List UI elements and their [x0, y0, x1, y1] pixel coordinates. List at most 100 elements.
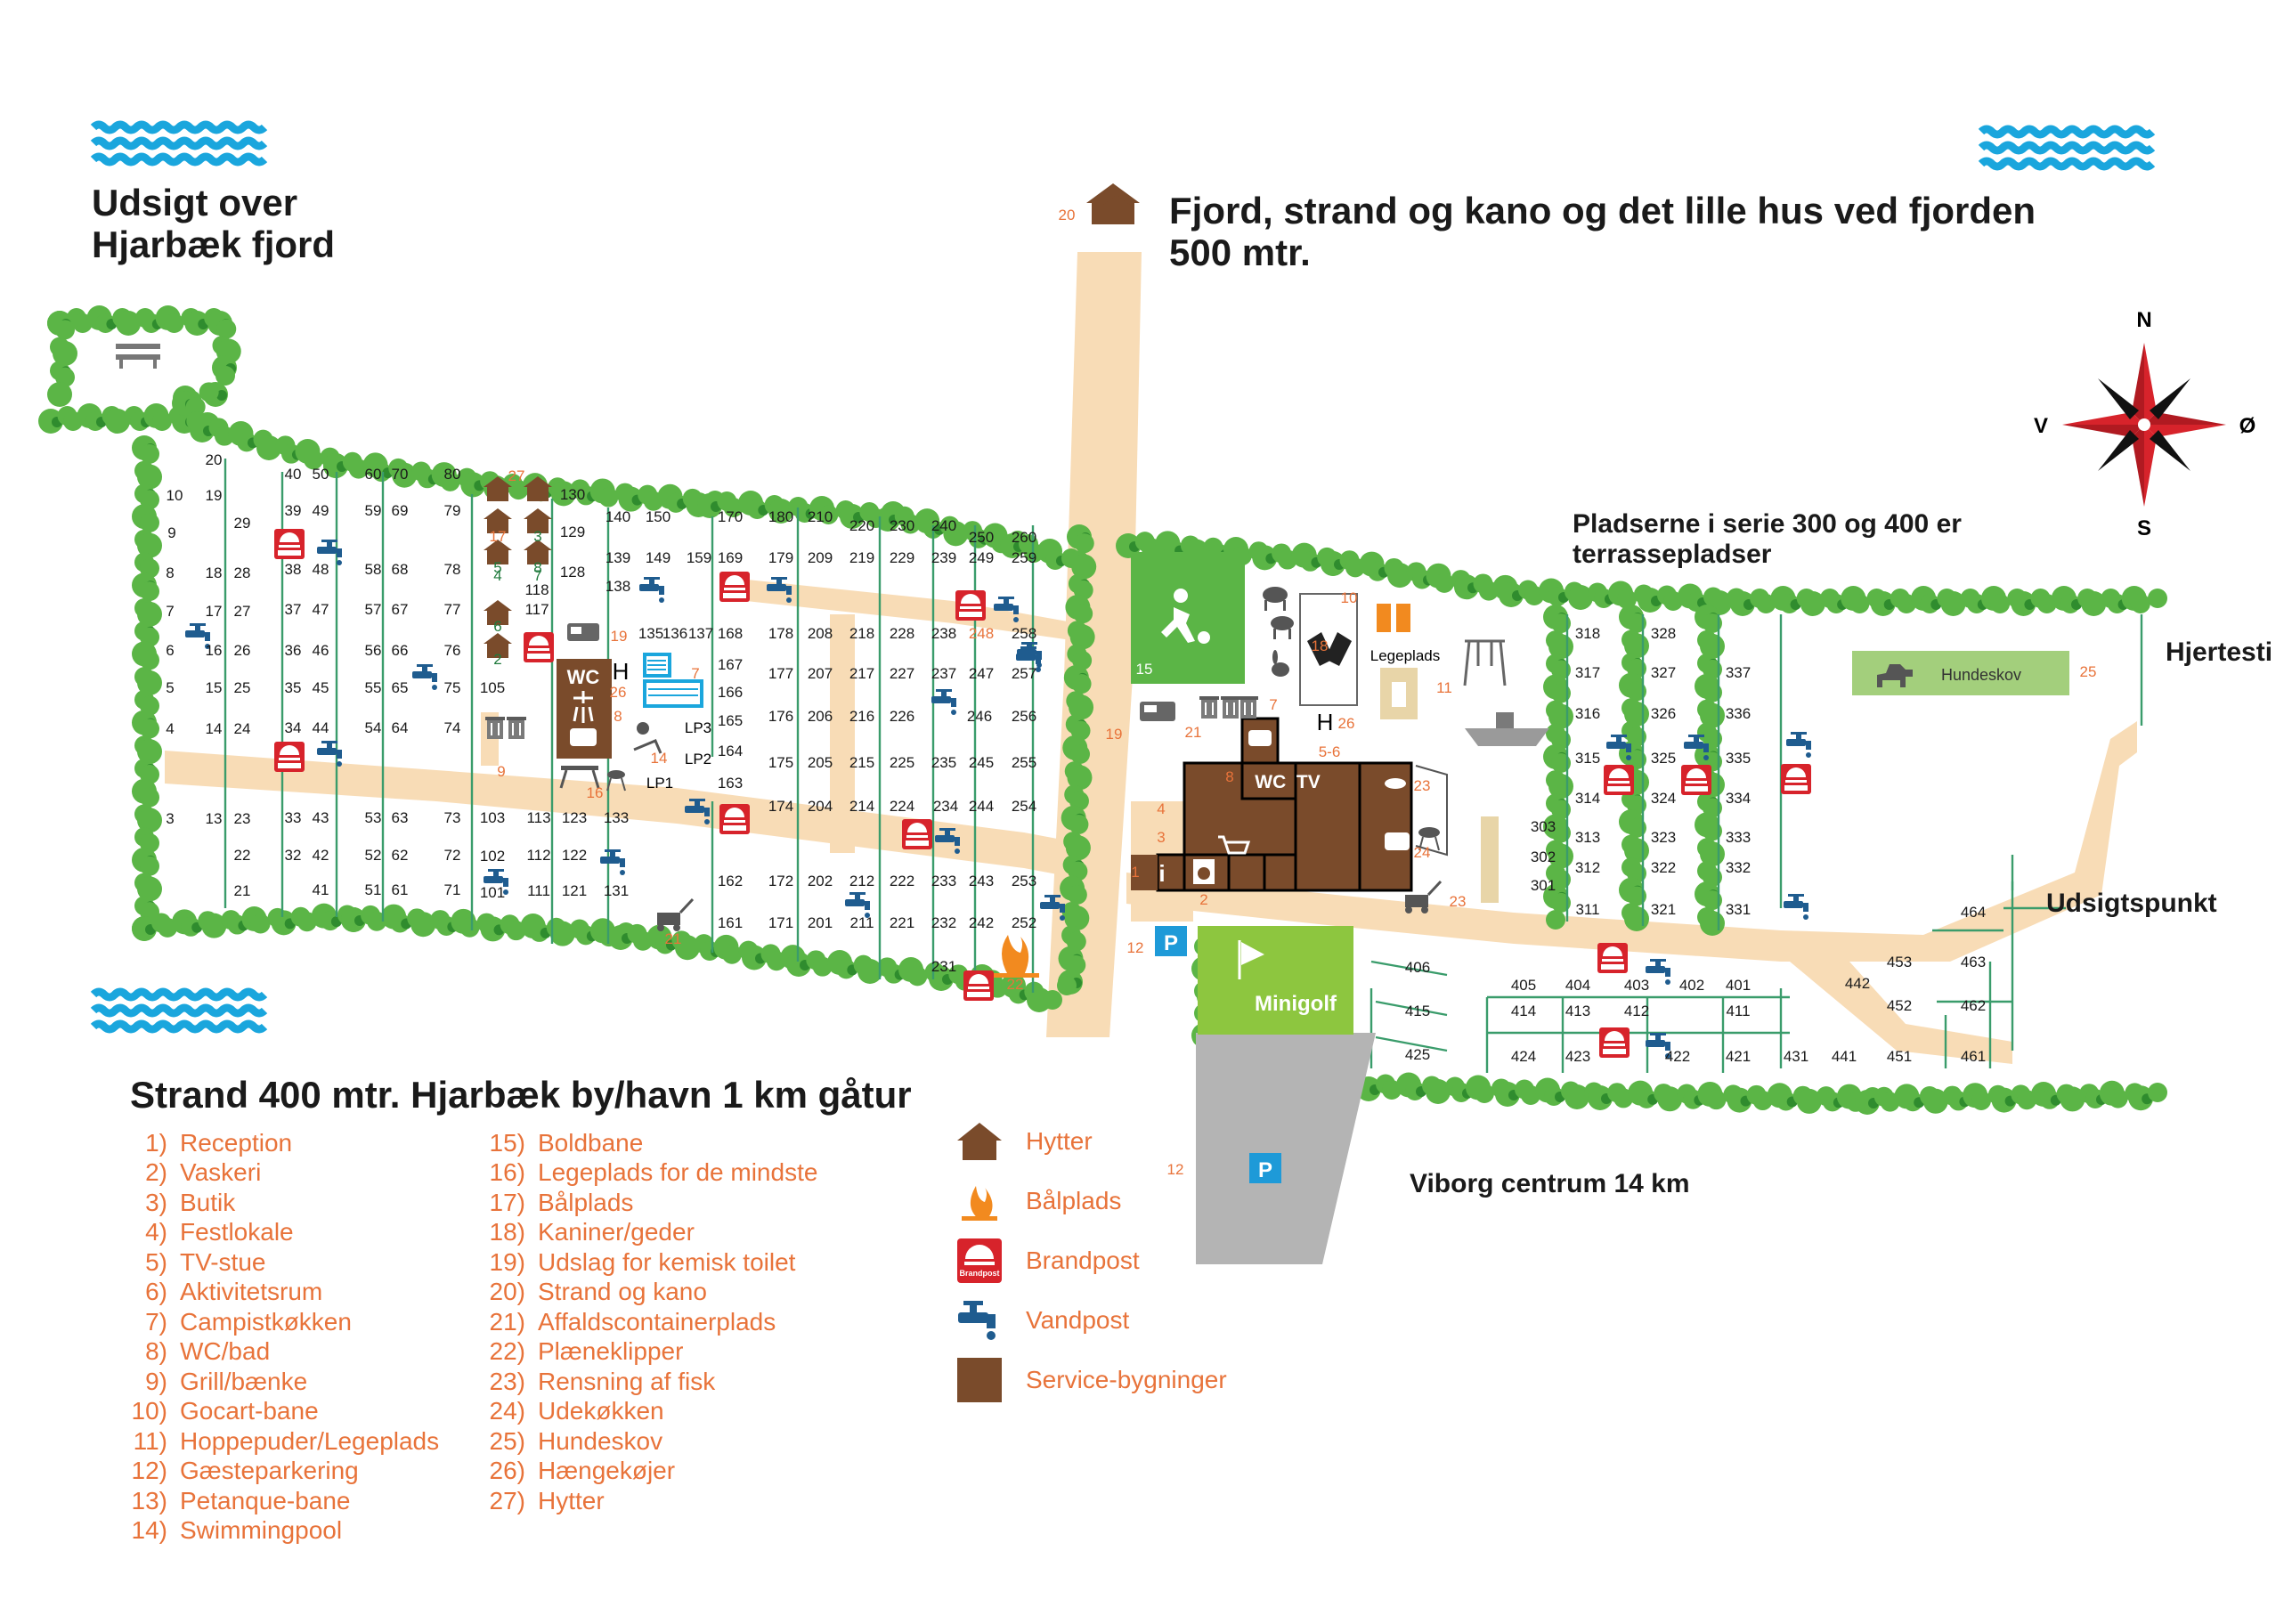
pitch-number: 62: [392, 847, 409, 864]
pitch-number: 34: [285, 719, 302, 736]
pitch-number: 215: [849, 754, 874, 771]
pitch-number: 314: [1575, 790, 1600, 807]
sandbox-inner: [1392, 682, 1406, 707]
pitch-number: 20: [206, 451, 223, 468]
swing-icon: [1463, 639, 1507, 686]
legend-item: 11)Hoppepuder/Legeplads: [116, 1426, 440, 1457]
fire-icon: [993, 935, 1039, 978]
pitch-dividers: [224, 459, 2143, 1073]
pitch-number: 179: [768, 549, 793, 566]
pitch-number: 70: [392, 466, 409, 483]
pitch-number: 26: [234, 642, 251, 659]
pitch-number: 211: [849, 914, 874, 931]
wc-tv-label: WC TV: [1255, 772, 1321, 792]
pitch-number: 149: [646, 549, 671, 566]
pitch-number: 22: [234, 847, 251, 864]
pitch-number: 36: [285, 642, 302, 659]
pitch-number: 315: [1575, 750, 1600, 767]
pitch-number: 322: [1651, 859, 1676, 876]
pitch-number: 71: [444, 881, 461, 898]
pitch-number: 121: [562, 882, 587, 899]
pitch-number: 316: [1575, 705, 1600, 722]
pitch-number: 10: [1341, 589, 1358, 606]
terrace-heading: Pladserne i serie 300 og 400 er terrasse…: [1573, 509, 1962, 569]
hundeskov-label: Hundeskov: [1941, 666, 2021, 684]
legend-item-number: 2): [145, 1158, 167, 1187]
pitch-number: 8: [1225, 768, 1233, 785]
pitch-number: 331: [1726, 901, 1751, 918]
pitch-number: 206: [808, 708, 833, 725]
bench-icon: [116, 344, 160, 369]
pitch-number: 405: [1511, 977, 1536, 994]
legend-item: 6)Aktivitetsrum: [116, 1278, 439, 1308]
legend-item-label: Petanque-bane: [180, 1486, 351, 1514]
pitch-number: 415: [1405, 1003, 1430, 1019]
pitch-number: 18: [206, 564, 223, 581]
pitch-number: 73: [444, 809, 461, 826]
pitch-number: 43: [313, 809, 329, 826]
pitch-number: 228: [890, 625, 914, 642]
legend-item: 21)Affaldscontainerplads: [474, 1307, 817, 1337]
pitch-number: 21: [234, 882, 251, 899]
pitch-number: 8: [533, 559, 541, 576]
fjord-heading: Fjord, strand og kano og det lille hus v…: [1169, 190, 2036, 274]
legend-item-label: WC/bad: [180, 1337, 271, 1366]
pitch-number: 20: [1059, 207, 1076, 223]
legend-item-number: 10): [131, 1397, 167, 1425]
legend-item-label: Festlokale: [180, 1218, 294, 1246]
minigolf-label: Minigolf: [1255, 992, 1337, 1016]
pitch-number: 139: [606, 549, 630, 566]
pitch-number: 7: [1269, 696, 1277, 713]
legend-item-label: TV-stue: [180, 1247, 266, 1276]
pitch-number: 252: [1012, 914, 1036, 931]
pitch-number: 317: [1575, 664, 1600, 681]
pitch-number: 21: [1185, 724, 1202, 741]
pitch-number: 103: [480, 809, 505, 826]
pitch-number: 412: [1624, 1003, 1649, 1019]
pitch-number: 229: [890, 549, 914, 566]
legend-item-label: Legeplads for de mindste: [538, 1158, 818, 1187]
pitch-number: 221: [890, 914, 914, 931]
hedges: [38, 305, 2167, 1115]
pitch-number: 63: [392, 809, 409, 826]
pitch-number: 65: [392, 679, 409, 696]
range-5-6: 5-6: [1319, 743, 1341, 760]
pitch-number: 3: [533, 528, 541, 545]
pitch-number: 75: [444, 679, 461, 696]
pitch-number: 64: [392, 719, 409, 736]
pitch-number: 222: [890, 873, 914, 889]
grill-icon: [606, 770, 626, 792]
legend-item-number: 16): [489, 1158, 525, 1187]
legend-item: 9)Grill/bænke: [116, 1367, 439, 1397]
legend-item: 12)Gæsteparkering: [116, 1457, 439, 1487]
legend-item: 19)Udslag for kemisk toilet: [474, 1247, 817, 1278]
pitch-number: 113: [526, 809, 550, 826]
legend-item: 10)Gocart-bane: [116, 1397, 439, 1427]
pitch-number: 68: [392, 561, 409, 578]
legend-item: 8)WC/bad: [116, 1337, 439, 1368]
pitch-number: 59: [365, 502, 382, 519]
pitch-number: 131: [604, 882, 629, 899]
pitch-number: 257: [1012, 665, 1036, 682]
legend-item-number: 20): [489, 1278, 525, 1306]
pitch-number: 56: [365, 642, 382, 659]
pitch-number: 258: [1012, 625, 1036, 642]
pitch-number: 254: [1012, 798, 1036, 815]
pitch-number: 1: [1131, 864, 1139, 881]
pitch-number: 58: [365, 561, 382, 578]
service-complex: [1156, 717, 1413, 892]
hjertesti-label: Hjertesti: [2166, 637, 2273, 667]
dog-icon: [1877, 664, 1913, 687]
pitch-number: 464: [1961, 904, 1986, 921]
legend-item: 15)Boldbane: [474, 1128, 817, 1158]
legend-item-number: 23): [489, 1367, 525, 1395]
pitch-number: 423: [1565, 1048, 1590, 1065]
pitch-number: 301: [1531, 877, 1556, 894]
pitch-number: 136: [662, 625, 687, 642]
pitch-number: 326: [1651, 705, 1676, 722]
pitch-number: 26: [610, 684, 627, 701]
legend-item-label: Affaldscontainerplads: [538, 1307, 776, 1336]
pitch-number: 313: [1575, 829, 1600, 846]
pitch-number: 101: [480, 884, 505, 901]
